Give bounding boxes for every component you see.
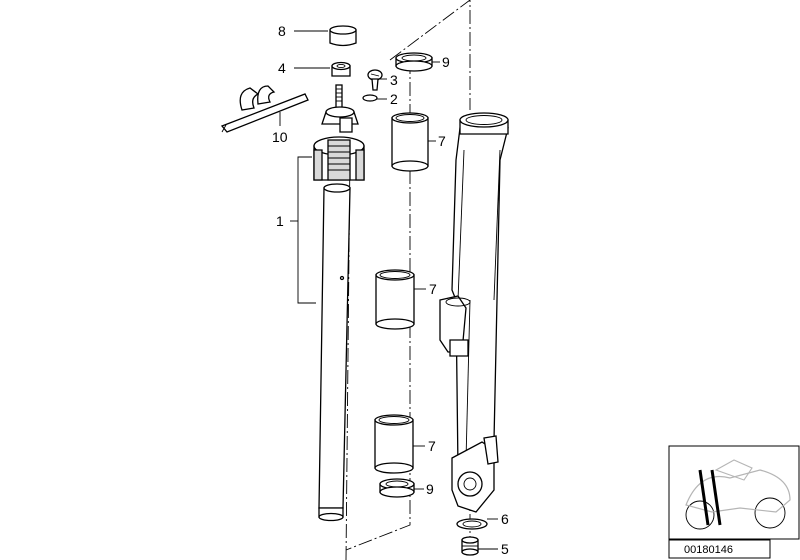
slider-tube-part <box>439 112 509 513</box>
label-part-9-lower: 9 <box>426 481 434 497</box>
washer-part <box>456 518 488 530</box>
label-part-6: 6 <box>501 511 509 527</box>
assembly-axis-bushings <box>345 60 411 551</box>
label-part-10: 10 <box>272 129 288 145</box>
seal-ring-lower-part <box>379 478 415 498</box>
clamp-bracket-part <box>220 85 309 133</box>
seal-ring-upper-part <box>395 52 433 72</box>
label-part-7-lower: 7 <box>428 438 436 454</box>
motorcycle-thumbnail-icon <box>685 459 791 530</box>
fork-tube-assembly <box>313 84 365 522</box>
small-oring-part <box>362 94 378 102</box>
label-part-2: 2 <box>390 91 398 107</box>
assembly-axis-slider <box>389 0 471 110</box>
bushing-lower-part <box>374 414 414 474</box>
bushing-upper-part <box>391 112 429 172</box>
leader-lines <box>279 30 498 550</box>
bolt-part <box>461 536 479 556</box>
label-part-9-upper: 9 <box>442 54 450 70</box>
label-part-3: 3 <box>390 72 398 88</box>
label-part-4: 4 <box>278 60 286 76</box>
label-part-8: 8 <box>278 23 286 39</box>
label-part-7-middle: 7 <box>429 281 437 297</box>
cap-part <box>329 25 357 47</box>
thumbnail-inset: 00180146 <box>668 445 800 559</box>
label-part-1: 1 <box>276 213 284 229</box>
label-part-5: 5 <box>501 541 509 557</box>
label-part-7-upper: 7 <box>438 133 446 149</box>
nut-part <box>331 61 351 77</box>
reference-code: 00180146 <box>684 544 733 556</box>
screw-part <box>367 69 383 91</box>
bushing-middle-part <box>375 269 415 330</box>
